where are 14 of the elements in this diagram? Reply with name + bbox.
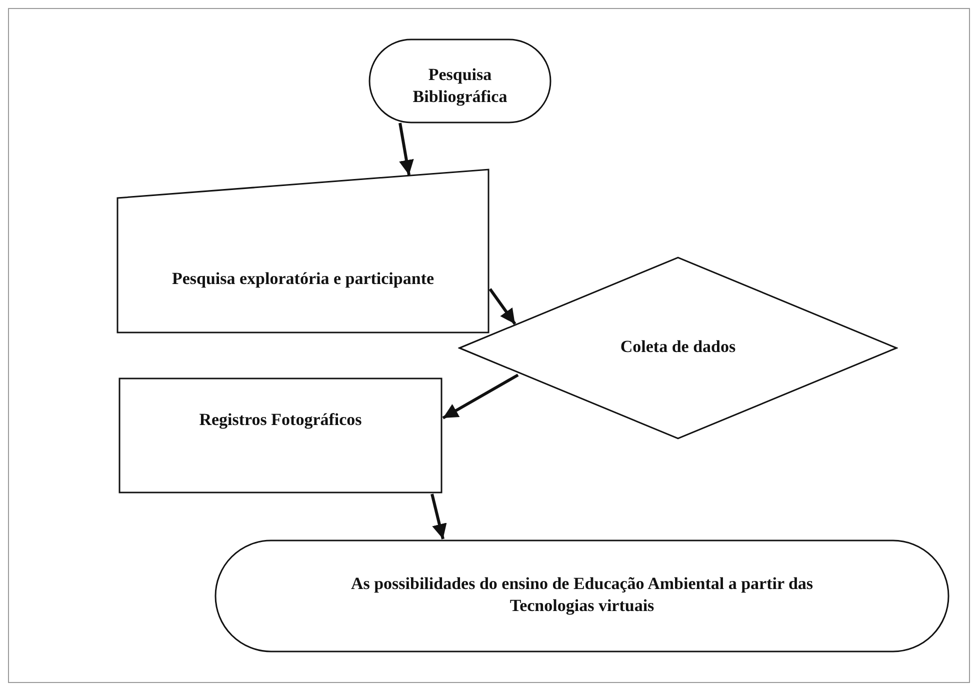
arrow [430, 494, 447, 540]
node-label: As possibilidades do ensino de Educação Ambiental a partir das Tecnologias virtuais [350, 573, 814, 618]
arrow [488, 288, 516, 325]
manual-input-shape [116, 168, 490, 334]
terminal-shape [214, 539, 950, 653]
arrow [442, 374, 519, 420]
node-label: Coleta de dados [619, 336, 737, 358]
decision-diamond [458, 256, 898, 440]
terminal-shape [368, 38, 552, 124]
node-label: Pesquisa Bibliográfica [412, 64, 508, 108]
arrow [398, 122, 414, 176]
node-label: Registros Fotográficos [198, 409, 363, 431]
node-label: Pesquisa exploratória e participante [170, 268, 436, 290]
process-box [118, 377, 443, 494]
